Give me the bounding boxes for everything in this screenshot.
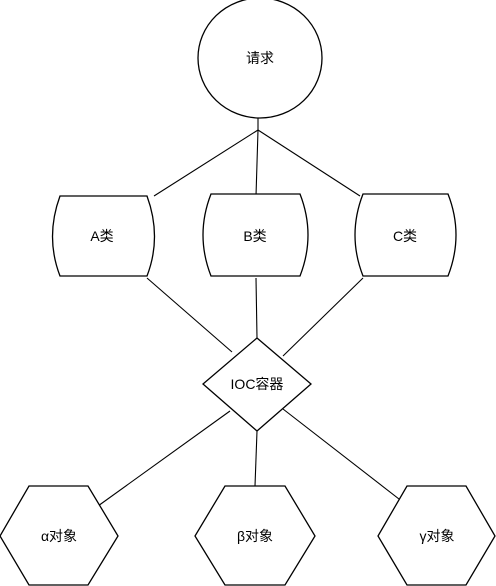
object-node-gamma: γ对象 — [377, 485, 496, 586]
object-node-alpha: α对象 — [0, 485, 119, 586]
edge-b-class-container — [255, 277, 258, 339]
class-node-c: C类 — [354, 193, 457, 277]
edge-c-class-container — [282, 277, 364, 357]
class-a-label: A类 — [90, 228, 113, 244]
class-node-b: B类 — [202, 193, 309, 277]
request-ellipse — [197, 0, 323, 119]
request-label: 请求 — [246, 50, 274, 66]
beta-hexagon — [194, 485, 316, 586]
connectors — [97, 118, 409, 507]
edge-container-beta — [254, 430, 258, 487]
edge-container-alpha — [97, 410, 231, 507]
beta-label: β对象 — [237, 528, 273, 544]
alpha-hexagon — [0, 485, 119, 586]
edge-junction-b-class — [255, 129, 259, 197]
class-a-shape — [51, 195, 156, 277]
request-node: 请求 — [197, 0, 323, 119]
gamma-hexagon — [377, 485, 496, 586]
container-diamond — [202, 337, 312, 432]
class-c-label: C类 — [393, 228, 417, 244]
class-b-shape — [202, 193, 309, 277]
edge-container-gamma — [282, 408, 409, 507]
alpha-label: α对象 — [41, 528, 77, 544]
object-node-beta: β对象 — [194, 485, 316, 586]
class-node-a: A类 — [51, 195, 156, 277]
edge-junction-c-class — [257, 129, 361, 197]
class-b-label: B类 — [243, 228, 266, 244]
gamma-label: γ对象 — [420, 528, 455, 544]
container-label: IOC容器 — [231, 376, 284, 392]
container-node: IOC容器 — [202, 337, 312, 432]
edge-junction-a-class — [153, 129, 259, 197]
edge-a-class-container — [146, 277, 233, 353]
class-c-shape — [354, 193, 457, 277]
